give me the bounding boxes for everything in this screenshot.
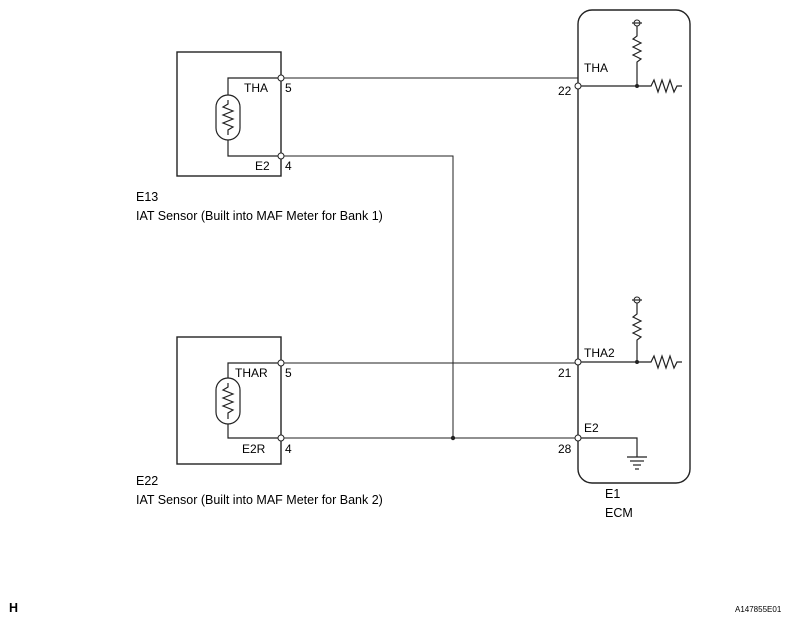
sensor-e13-code: E13 <box>136 190 158 204</box>
sensor-e22-name: IAT Sensor (Built into MAF Meter for Ban… <box>136 493 383 507</box>
ecm-name: ECM <box>605 506 633 520</box>
terminal <box>277 359 285 367</box>
ecm-code: E1 <box>605 487 620 501</box>
ecm-pin-number-21: 21 <box>558 366 572 380</box>
ecm-housing <box>577 9 691 484</box>
wire-e2 <box>281 155 454 438</box>
resistor-icon <box>637 78 682 94</box>
sensor-e22-signal-pin: 5 <box>285 366 292 380</box>
sensor-e22-unit: THAR 5 E2R 4 <box>176 336 292 465</box>
ecm-pin-number-28: 28 <box>558 442 572 456</box>
sensor-e13-name: IAT Sensor (Built into MAF Meter for Ban… <box>136 209 383 223</box>
splice-point <box>450 435 456 441</box>
sensor-e13-unit: THA 5 E2 4 <box>176 51 292 177</box>
sensor-e13-ground-label: E2 <box>255 159 270 173</box>
thermistor-icon <box>215 94 241 141</box>
sensor-e22-ground-label: E2R <box>242 442 266 456</box>
thermistor-icon <box>215 377 241 425</box>
sensor-e13-housing <box>176 51 282 177</box>
wire-harness <box>281 77 578 441</box>
sensor-e13-ground-pin: 4 <box>285 159 292 173</box>
terminal <box>277 434 285 442</box>
sensor-e22-signal-label: THAR <box>235 366 268 380</box>
ecm-unit: THA 22 THA2 21 E2 28 <box>558 9 691 484</box>
ecm-pin-label-e2: E2 <box>584 421 599 435</box>
pullup-resistor-icon <box>631 33 643 66</box>
sensor-e13-signal-pin: 5 <box>285 81 292 95</box>
ecm-pin-number-22: 22 <box>558 84 572 98</box>
ecm-pin-label-tha2: THA2 <box>584 346 615 360</box>
pullup-resistor-icon <box>631 311 643 344</box>
connector-terminals <box>277 74 582 442</box>
terminal <box>277 74 285 82</box>
sensor-e22-housing <box>176 336 282 465</box>
section-letter: H <box>9 601 18 615</box>
ground-icon <box>627 456 647 470</box>
sensor-e13-signal-label: THA <box>244 81 268 95</box>
sensor-e22-code: E22 <box>136 474 158 488</box>
figure-id: A147855E01 <box>735 605 782 614</box>
resistor-icon <box>637 354 682 370</box>
terminal <box>574 82 582 90</box>
terminal <box>574 358 582 366</box>
ecm-pin-label-tha: THA <box>584 61 608 75</box>
terminal <box>277 152 285 160</box>
sensor-e22-ground-pin: 4 <box>285 442 292 456</box>
terminal <box>574 434 582 442</box>
